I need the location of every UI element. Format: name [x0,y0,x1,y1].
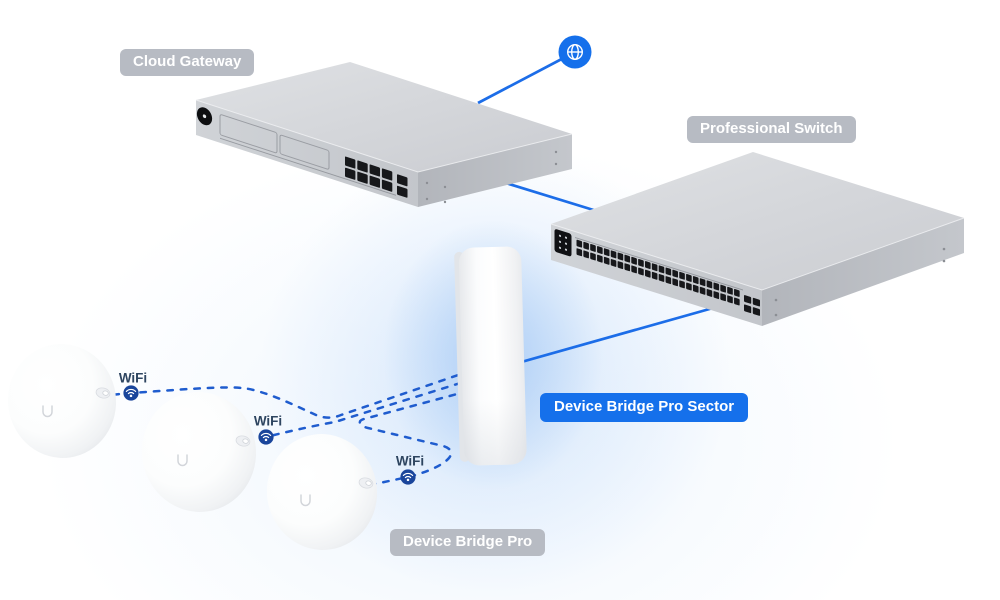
professional-switch-label: Professional Switch [687,116,856,143]
gateway-drive-bay [279,134,330,170]
sfp-ports [397,174,408,198]
wifi-dashed-line [98,369,472,419]
device-bridge-pro-label: Device Bridge Pro [390,529,546,556]
device-bridge-pro-dish [141,392,257,512]
device-bridge-pro-dish [266,434,378,550]
device-bridge-pro-sector-label: Device Bridge Pro Sector [540,393,749,422]
cloud-gateway-label: Cloud Gateway [120,49,255,76]
wifi-icon [258,429,274,445]
wifi-links [98,369,474,487]
wifi-icon [123,385,139,401]
globe-icon [558,35,592,69]
rj45-ports [345,156,393,192]
wifi-link-label: WiFi [253,413,283,429]
cloud-gateway-device [195,62,573,207]
wifi-link-label: WiFi [395,453,425,469]
dish-feed-horn [358,477,374,489]
device-bridge-pro-dish [7,344,117,458]
switch-sector-line [499,297,746,370]
wifi-dashed-line [245,378,472,444]
ubiquiti-logo [42,405,53,418]
wifi-icon [400,469,416,485]
sfp-ports [744,295,761,316]
ubiquiti-logo [300,494,311,507]
wifi-dashed-line [358,388,474,487]
dish-feed-horn [95,387,111,399]
wifi-link-label: WiFi [118,370,148,386]
rj45-ports [576,239,740,306]
gateway-drive-bay [219,114,278,154]
ubiquiti-logo [177,454,188,467]
professional-switch-device [550,152,965,326]
internet-line [477,50,576,105]
device-bridge-pro-sector-device [454,246,527,466]
switch-display [554,229,572,257]
dish-feed-horn [235,435,251,447]
